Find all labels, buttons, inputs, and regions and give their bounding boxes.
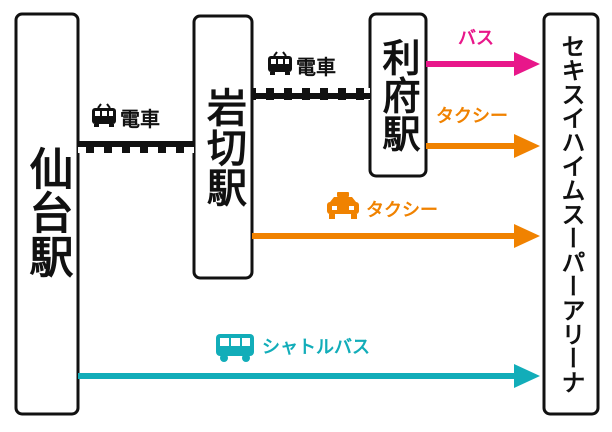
station-rifu-label: 利府駅: [376, 38, 420, 152]
bus-route: バス: [426, 28, 540, 76]
taxi-label-iwakiri: タクシー: [366, 200, 438, 221]
taxi-icon: [327, 192, 359, 219]
shuttle-label: シャトルバス: [262, 337, 370, 358]
station-sendai[interactable]: 仙台駅: [14, 12, 80, 416]
rail-track-sendai-iwakiri: [78, 141, 194, 153]
rail-track-iwakiri-rifu: [252, 88, 370, 100]
station-iwakiri[interactable]: 岩切駅: [192, 14, 254, 280]
taxi-route-iwakiri: タクシー: [252, 192, 540, 248]
train-label-1: 電車: [120, 107, 160, 131]
taxi-label-rifu: タクシー: [436, 106, 508, 127]
station-arena-label: セキスイハイムスーパーアリーナ: [557, 34, 585, 394]
station-iwakiri-label: 岩切駅: [200, 87, 247, 207]
train-icon: [268, 51, 292, 75]
taxi-route-rifu: タクシー: [426, 106, 540, 158]
train-label-2: 電車: [296, 55, 336, 79]
train-route-label-2: 電車: [268, 51, 336, 79]
station-sendai-label: 仙台駅: [22, 146, 74, 278]
bus-icon: [216, 334, 254, 362]
bus-label: バス: [458, 28, 494, 49]
station-arena[interactable]: セキスイハイムスーパーアリーナ: [542, 12, 600, 416]
train-route-label-1: 電車: [92, 103, 160, 131]
station-rifu[interactable]: 利府駅: [368, 12, 428, 178]
shuttle-route: シャトルバス: [78, 334, 540, 388]
train-icon: [92, 103, 116, 127]
